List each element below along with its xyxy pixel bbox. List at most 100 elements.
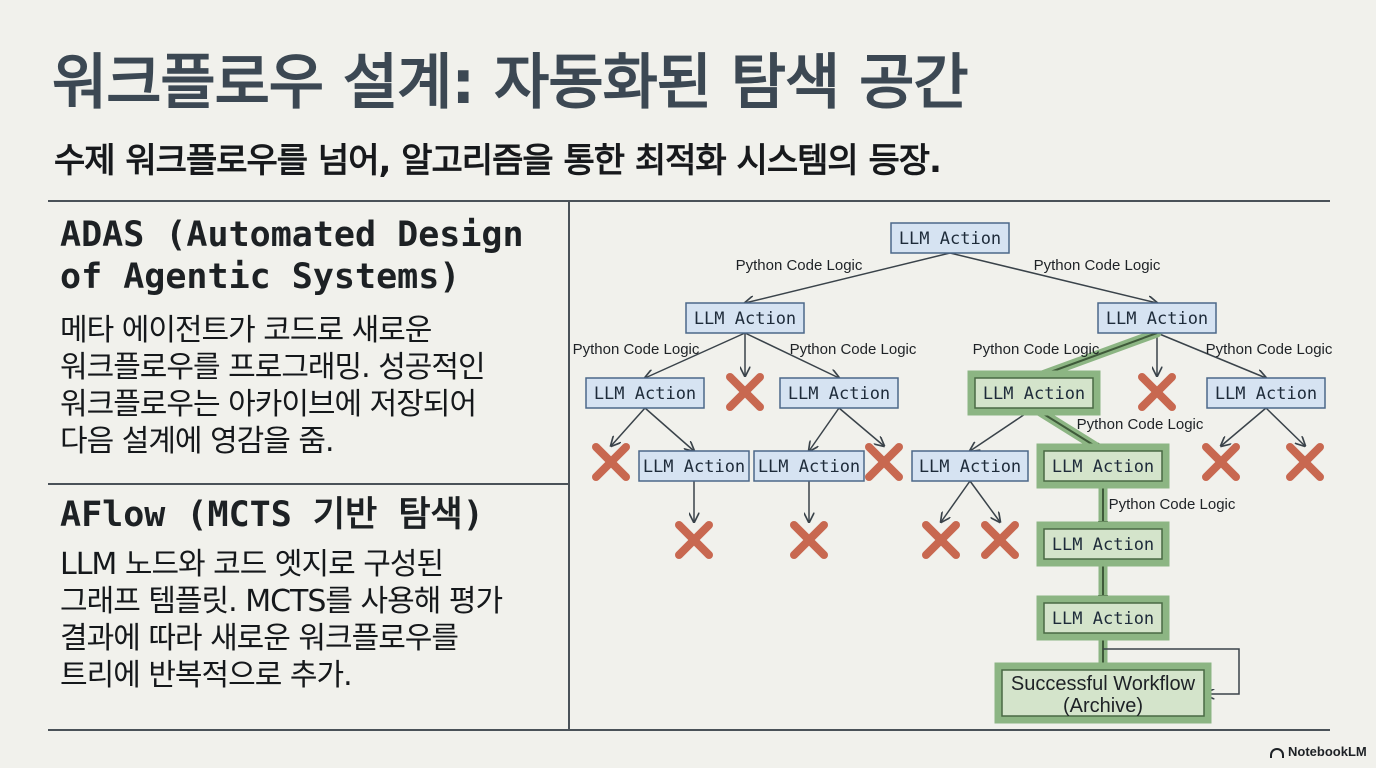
edge-label: Python Code Logic	[1077, 416, 1204, 433]
node-box	[1097, 302, 1217, 334]
edge-label: Python Code Logic	[1206, 341, 1333, 358]
successful-workflow-node: Successful Workflow(Archive)	[994, 662, 1212, 724]
adas-title-line-2: of Agentic Systems)	[60, 257, 461, 297]
adas-section-body: 메타 에이전트가 코드로 새로운 워크플로우를 프로그래밍. 성공적인 워크플로…	[60, 312, 560, 460]
edge-label: Python Code Logic	[973, 341, 1100, 358]
x-stroke	[1138, 373, 1176, 411]
node-label: LLM Action	[788, 384, 890, 404]
tree-edge	[645, 332, 746, 378]
aflow-body-line-4: 트리에 반복적으로 추가.	[60, 658, 353, 693]
notebooklm-brand: NotebookLM	[1270, 744, 1367, 759]
tree-edge	[949, 252, 1157, 303]
x-stroke	[1286, 443, 1324, 481]
final-node-line-1: Successful Workflow	[1011, 673, 1196, 695]
aflow-section-title: AFlow (MCTS 기반 탐색)	[60, 494, 484, 536]
adas-title-line-1: ADAS (Automated Design	[60, 215, 524, 255]
failed-branch-x-icon	[981, 521, 1019, 559]
llm-action-node: LLM Action	[1206, 377, 1326, 409]
tree-edge	[745, 252, 951, 303]
node-highlight	[1036, 595, 1170, 641]
x-stroke	[790, 521, 828, 559]
page-title: 워크플로우 설계: 자동화된 탐색 공간	[52, 48, 969, 118]
node-box	[890, 222, 1010, 254]
tree-edge	[1156, 332, 1266, 378]
tree-edge	[1221, 407, 1267, 446]
llm-action-node: LLM Action	[911, 450, 1029, 482]
node-label: LLM Action	[758, 457, 860, 477]
aflow-title-line-1: AFlow (MCTS 기반 탐색)	[60, 495, 484, 535]
adas-body-line-4: 다음 설계에 영감을 줌.	[60, 424, 335, 459]
failed-branch-x-icon	[865, 443, 903, 481]
node-box	[1043, 450, 1163, 482]
node-box	[753, 450, 865, 482]
aflow-section-body: LLM 노드와 코드 엣지로 구성된 그래프 템플릿. MCTS를 사용해 평가…	[60, 546, 560, 694]
node-highlight	[1036, 443, 1170, 489]
llm-action-node: LLM Action	[1036, 443, 1170, 489]
page-subtitle: 수제 워크플로우를 넘어, 알고리즘을 통한 최적화 시스템의 등장.	[54, 141, 942, 181]
node-label: LLM Action	[1052, 609, 1154, 629]
aflow-body-line-1: LLM 노드와 코드 엣지로 구성된	[60, 547, 444, 582]
bottom-divider	[48, 729, 1330, 731]
section-divider	[48, 483, 569, 485]
tree-edge	[969, 480, 1000, 522]
node-label: LLM Action	[983, 384, 1085, 404]
llm-action-node: LLM Action	[1097, 302, 1217, 334]
edge-label: Python Code Logic	[1109, 496, 1236, 513]
column-divider	[568, 201, 570, 730]
node-label: LLM Action	[1106, 309, 1208, 329]
llm-action-node: LLM Action	[638, 450, 750, 482]
node-box	[638, 450, 750, 482]
node-highlight	[994, 662, 1212, 724]
edge-label: Python Code Logic	[736, 257, 863, 274]
llm-action-node: LLM Action	[753, 450, 865, 482]
brand-label: NotebookLM	[1288, 744, 1367, 759]
node-highlight	[1036, 521, 1170, 567]
archive-feedback-arrow	[1103, 648, 1240, 694]
failed-branch-x-icon	[1138, 373, 1176, 411]
failed-branch-x-icon	[592, 443, 630, 481]
node-highlight	[967, 370, 1101, 416]
x-stroke	[981, 521, 1019, 559]
tree-edge	[1265, 407, 1305, 446]
x-stroke	[1202, 443, 1240, 481]
x-stroke	[726, 373, 764, 411]
node-label: LLM Action	[1052, 535, 1154, 555]
node-box	[1043, 602, 1163, 634]
failed-branch-x-icon	[790, 521, 828, 559]
node-box	[911, 450, 1029, 482]
failed-branch-x-icon	[1202, 443, 1240, 481]
failed-branch-x-icon	[1286, 443, 1324, 481]
llm-action-node: LLM Action	[890, 222, 1010, 254]
adas-body-line-1: 메타 에이전트가 코드로 새로운	[60, 313, 432, 348]
node-box	[1001, 669, 1205, 717]
edge-label: Python Code Logic	[1034, 257, 1161, 274]
x-stroke	[592, 443, 630, 481]
tree-edge	[611, 407, 646, 446]
final-node-line-2: (Archive)	[1063, 695, 1143, 717]
adas-body-line-3: 워크플로우는 아카이브에 저장되어	[60, 387, 477, 422]
llm-action-node: LLM Action	[685, 302, 805, 334]
tree-edge	[744, 332, 839, 378]
llm-action-node: LLM Action	[967, 370, 1101, 416]
tree-edge	[809, 407, 840, 451]
node-label: LLM Action	[643, 457, 745, 477]
llm-action-node: LLM Action	[1036, 595, 1170, 641]
failed-branch-x-icon	[922, 521, 960, 559]
llm-action-node: LLM Action	[1036, 521, 1170, 567]
edge-label: Python Code Logic	[790, 341, 917, 358]
tree-edge	[644, 407, 694, 451]
node-label: LLM Action	[899, 229, 1001, 249]
node-box	[685, 302, 805, 334]
x-stroke	[865, 443, 903, 481]
node-label: LLM Action	[1052, 457, 1154, 477]
x-stroke	[675, 521, 713, 559]
aflow-body-line-3: 결과에 따라 새로운 워크플로우를	[60, 621, 459, 656]
node-label: LLM Action	[694, 309, 796, 329]
adas-section-title: ADAS (Automated Design of Agentic System…	[60, 214, 524, 298]
node-label: LLM Action	[919, 457, 1021, 477]
edge-label: Python Code Logic	[573, 341, 700, 358]
node-label: LLM Action	[594, 384, 696, 404]
llm-action-node: LLM Action	[779, 377, 899, 409]
tree-edge	[941, 480, 971, 522]
